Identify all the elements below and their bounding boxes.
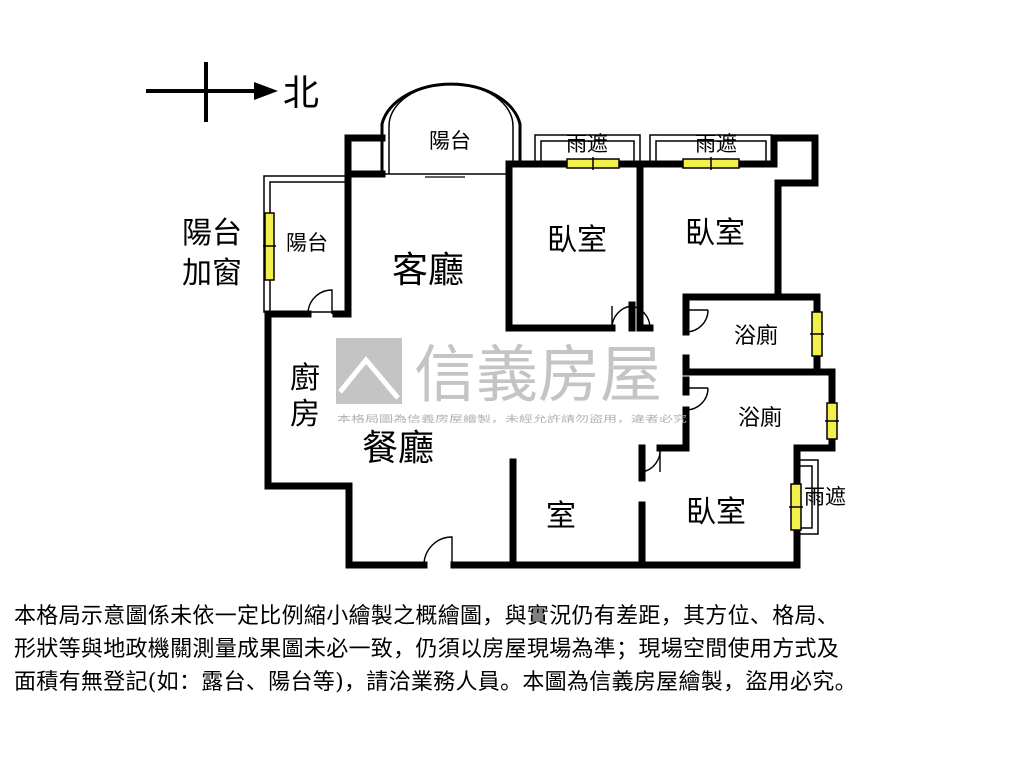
room-label-awning-top-right: 雨遮	[695, 132, 737, 156]
room-label-dining-room: 餐廳	[362, 428, 434, 469]
north-arrow-icon	[146, 62, 278, 122]
right-awning-outline	[795, 459, 819, 535]
windows	[263, 157, 839, 531]
disclaimer-text: 本格局示意圖係未依一定比例縮小繪製之概繪圖，與實況仍有差距，其方位、格局、 形狀…	[14, 600, 1014, 699]
disclaimer-line-3: 面積有無登記(如：露台、陽台等)，請洽業務人員。本圖為信義房屋繪製，盜用必究。	[14, 670, 857, 695]
room-label-small-room: 室	[546, 499, 576, 534]
doors	[307, 289, 709, 566]
room-label-awning-top-left: 雨遮	[566, 132, 608, 156]
top-balcony-outline	[380, 82, 522, 178]
disclaimer-line-1: 本格局示意圖係未依一定比例縮小繪製之概繪圖，與實況仍有差距，其方位、格局、	[14, 604, 840, 629]
room-label-bathroom-upper: 浴廁	[734, 324, 778, 349]
room-label-living-room: 客廳	[392, 250, 464, 291]
room-label-kitchen-line1: 廚	[290, 361, 320, 396]
room-label-bedroom-upper-right: 臥室	[685, 216, 745, 251]
watermark-notice: 本格局圖為信義房屋繪製，未經允許請勿盜用，違者必究	[337, 413, 687, 425]
callout-balcony-window-line2: 加窗	[182, 256, 242, 291]
watermark-brand: 信義房屋	[414, 338, 662, 411]
room-label-bathroom-lower: 浴廁	[738, 406, 782, 431]
compass-north-label: 北	[283, 73, 319, 114]
disclaimer-line-2: 形狀等與地政機關測量成果圖未必一致，仍須以房屋現場為準；現場空間使用方式及	[14, 637, 840, 662]
room-label-awning-right: 雨遮	[804, 485, 846, 509]
room-label-bedroom-upper-left: 臥室	[547, 223, 607, 258]
room-label-bedroom-lower-right: 臥室	[686, 495, 746, 530]
floor-plan: 北	[146, 62, 846, 569]
room-label-balcony-top: 陽台	[429, 129, 471, 153]
watermark: 信義房屋 本格局圖為信義房屋繪製，未經允許請勿盜用，違者必究	[336, 338, 687, 425]
room-label-kitchen-line2: 房	[290, 397, 320, 432]
callout-balcony-window-line1: 陽台	[182, 216, 242, 251]
room-label-balcony-left: 陽台	[286, 231, 328, 255]
